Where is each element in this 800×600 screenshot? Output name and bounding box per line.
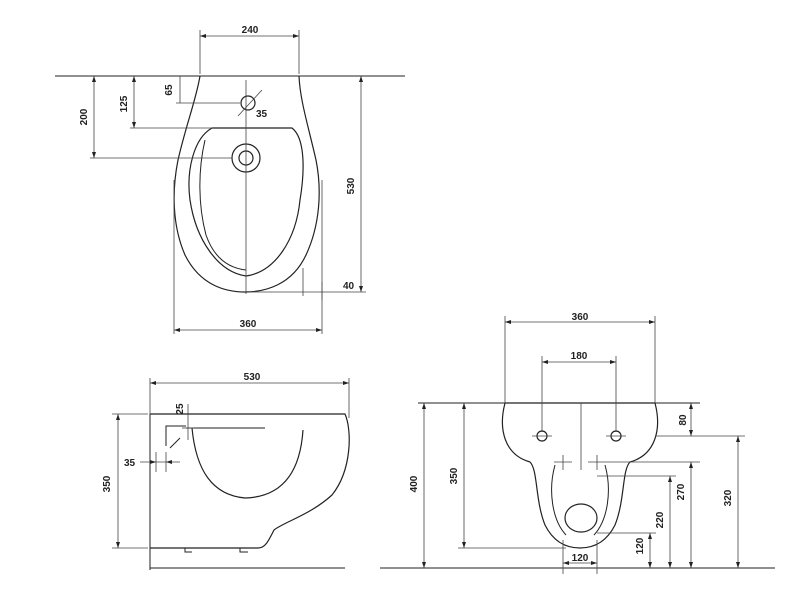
arrow bbox=[174, 328, 180, 332]
dim-top-overall-length: 530 bbox=[346, 177, 357, 194]
dim-front-bolt-drop: 80 bbox=[678, 414, 689, 426]
bidet-outline-top bbox=[173, 75, 320, 293]
dim-top-hole-to-bowl: 125 bbox=[119, 95, 130, 112]
arrow bbox=[422, 562, 426, 568]
arrow bbox=[689, 430, 693, 436]
bowl-rim-line bbox=[199, 139, 247, 271]
arrow bbox=[166, 460, 172, 464]
mount-detail bbox=[169, 437, 181, 449]
bidet-outline-front bbox=[501, 402, 659, 549]
side-view: 530 25 35 350 bbox=[102, 372, 350, 570]
dim-top-hole-offset: 65 bbox=[164, 84, 175, 96]
arrow bbox=[316, 328, 322, 332]
arrow bbox=[150, 460, 156, 464]
arrow bbox=[736, 562, 740, 568]
arrow bbox=[132, 76, 136, 82]
dim-side-wall-offset: 35 bbox=[124, 458, 136, 469]
arrow bbox=[563, 561, 569, 565]
arrow bbox=[689, 462, 693, 468]
dim-side-height: 350 bbox=[102, 475, 113, 492]
arrow bbox=[736, 436, 740, 442]
arrow bbox=[150, 381, 156, 385]
base-detail bbox=[184, 548, 248, 553]
arrow bbox=[689, 562, 693, 568]
mount-step bbox=[165, 425, 186, 446]
arrow bbox=[422, 403, 426, 409]
dim-front-drain-width: 120 bbox=[572, 553, 589, 564]
arrow bbox=[505, 320, 511, 324]
arrow bbox=[591, 561, 597, 565]
dim-front-drain-base: 120 bbox=[635, 537, 646, 554]
tap-hole-diameter-line bbox=[237, 89, 263, 117]
dim-front-width: 360 bbox=[572, 312, 589, 323]
arrow bbox=[462, 542, 466, 548]
arrow bbox=[610, 360, 616, 364]
dim-top-rim-offset: 40 bbox=[343, 281, 355, 292]
dim-front-total-height: 400 bbox=[409, 475, 420, 492]
dim-top-width-top: 240 bbox=[242, 25, 259, 36]
arrow bbox=[116, 542, 120, 548]
tap-hole bbox=[240, 95, 256, 111]
dim-side-length: 530 bbox=[244, 372, 261, 383]
dim-front-bolt-spacing: 180 bbox=[571, 351, 588, 362]
arrow bbox=[668, 476, 672, 482]
dim-front-bolt-height: 320 bbox=[723, 489, 734, 506]
arrow bbox=[542, 360, 548, 364]
bidet-outline-side bbox=[150, 413, 350, 549]
dim-top-drain-depth: 200 bbox=[79, 108, 90, 125]
dim-front-inlet-height: 270 bbox=[676, 483, 687, 500]
dim-front-bowl-height: 350 bbox=[449, 467, 460, 484]
drain-outlet bbox=[564, 503, 598, 533]
foot-inner-lines bbox=[551, 464, 609, 536]
arrow bbox=[116, 414, 120, 420]
arrow bbox=[462, 403, 466, 409]
dim-side-rim-step: 25 bbox=[175, 403, 186, 415]
arrow bbox=[200, 34, 206, 38]
dim-top-width: 360 bbox=[240, 319, 257, 330]
arrow bbox=[648, 562, 652, 568]
top-view: 240 65 35 125 200 530 40 3 bbox=[55, 25, 405, 334]
arrow bbox=[359, 76, 363, 82]
arrow bbox=[649, 320, 655, 324]
arrow bbox=[648, 533, 652, 539]
arrow bbox=[343, 381, 349, 385]
dim-top-hole-diameter: 35 bbox=[256, 109, 268, 120]
arrow bbox=[92, 152, 96, 158]
arrow bbox=[92, 76, 96, 82]
bowl-side bbox=[191, 427, 304, 499]
dim-front-drain-height: 220 bbox=[655, 511, 666, 528]
arrow bbox=[132, 122, 136, 128]
arrow bbox=[293, 34, 299, 38]
arrow bbox=[689, 403, 693, 409]
arrow bbox=[668, 562, 672, 568]
front-view: 360 180 80 400 350 320 bbox=[380, 312, 775, 574]
arrow bbox=[359, 286, 363, 292]
